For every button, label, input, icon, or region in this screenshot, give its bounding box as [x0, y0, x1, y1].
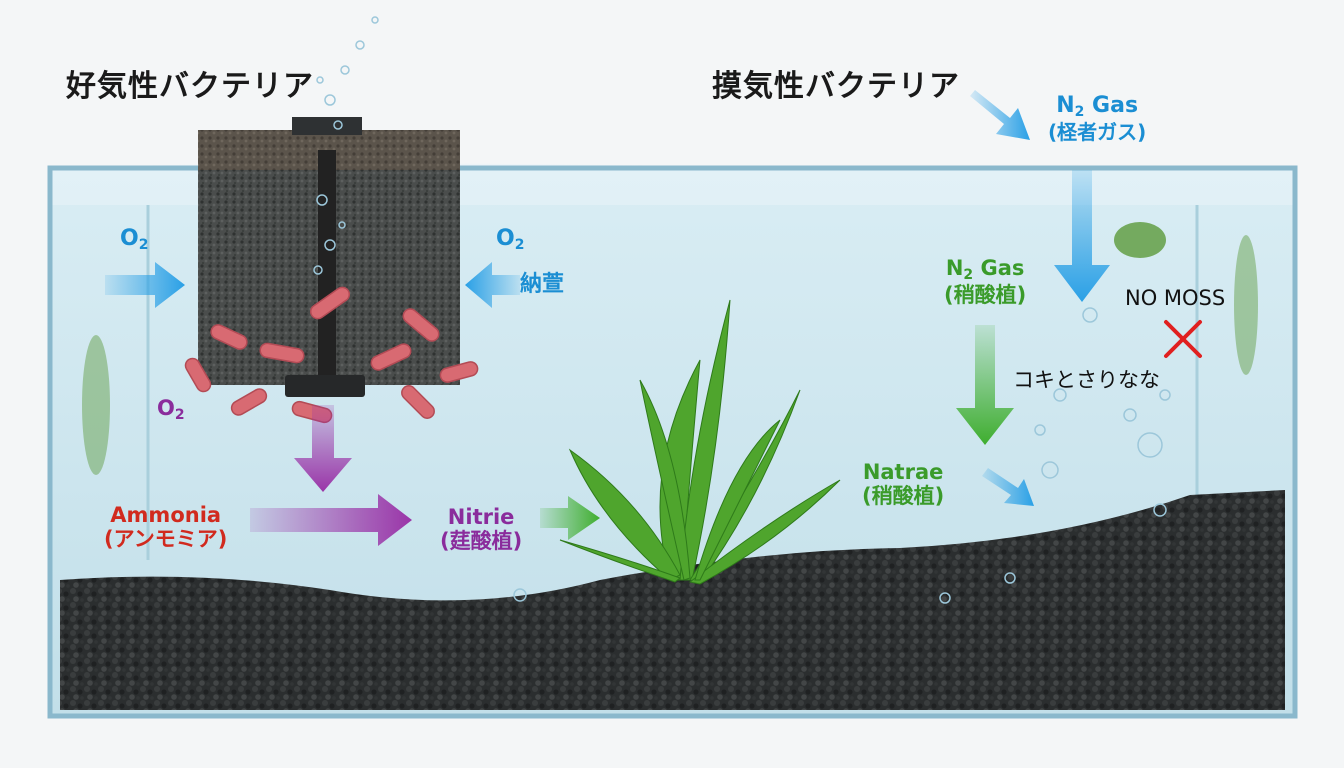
- n2-gas-green-label: N2 Gas (稍酸植): [944, 256, 1026, 307]
- aerobic-bacteria-title: 好気性バクテリア: [66, 69, 314, 104]
- n2-gas-top-tail: Gas: [1084, 93, 1139, 118]
- sponge-filter-icon: [198, 117, 460, 397]
- nitrie-label: Nitrie (莛酸植): [440, 505, 522, 553]
- o2-left-label: O2: [120, 226, 148, 253]
- o2-purple-sub: 2: [174, 407, 185, 423]
- nitrie-en: Nitrie: [447, 505, 515, 529]
- n2-gas-green-main: N: [945, 256, 964, 280]
- arrow-icon: [982, 468, 1034, 506]
- kokito-label: コキとさりなな: [1013, 368, 1160, 392]
- natrae-jp: (稍酸植): [862, 484, 945, 509]
- moss-icon: [1234, 235, 1258, 375]
- o2-right-label: O2: [496, 226, 524, 253]
- ammonia-jp: (アンモミア): [104, 527, 228, 552]
- arrow-icon: [465, 262, 520, 308]
- o2-left-sub: 2: [138, 237, 149, 253]
- arrow-icon: [970, 90, 1030, 140]
- arrow-icon: [540, 496, 600, 540]
- n2-gas-top-label: N2 Gas (柽者ガス): [1048, 93, 1146, 145]
- bubble-icon: [313, 16, 1171, 604]
- o2-right-main: O: [496, 226, 515, 251]
- moss-icon: [82, 335, 110, 475]
- no-moss-label: NO MOSS: [1125, 286, 1226, 310]
- gravel-substrate: [60, 490, 1285, 710]
- n2-gas-green-tail: Gas: [973, 256, 1025, 280]
- arrow-icon: [294, 405, 352, 492]
- o2-right-sub: 2: [514, 237, 525, 253]
- natrae-en: Natrae: [862, 460, 944, 484]
- arrow-icon: [956, 325, 1014, 445]
- o2-left-main: O: [120, 226, 139, 251]
- n2-gas-top-jp: (柽者ガス): [1048, 120, 1147, 145]
- arrow-icon: [105, 262, 185, 308]
- moss-icon: [1114, 222, 1166, 258]
- arrow-icon: [250, 494, 412, 546]
- n2-gas-top-sub: 2: [1074, 104, 1085, 120]
- ammonia-label: Ammonia (アンモミア): [104, 503, 227, 551]
- cross-icon: [1164, 320, 1202, 358]
- natrae-label: Natrae (稍酸植): [862, 460, 944, 508]
- n2-gas-top-main: N: [1056, 93, 1075, 118]
- o2-purple-label: O2: [157, 396, 185, 423]
- tank-frame: [47, 165, 1298, 719]
- bacteria-icon: [184, 286, 479, 424]
- o2-right-jp-label: 納萱: [520, 272, 565, 297]
- n2-gas-green-jp: (稍酸植): [944, 283, 1027, 308]
- n2-gas-green-sub: 2: [963, 267, 974, 283]
- anaerobic-bacteria-title: 摸気性バクテリア: [712, 69, 960, 104]
- ammonia-en: Ammonia: [110, 503, 222, 527]
- arrow-icon: [1054, 170, 1110, 302]
- o2-purple-main: O: [157, 396, 175, 420]
- plant-icon: [559, 299, 841, 585]
- nitrie-jp: (莛酸植): [440, 529, 523, 554]
